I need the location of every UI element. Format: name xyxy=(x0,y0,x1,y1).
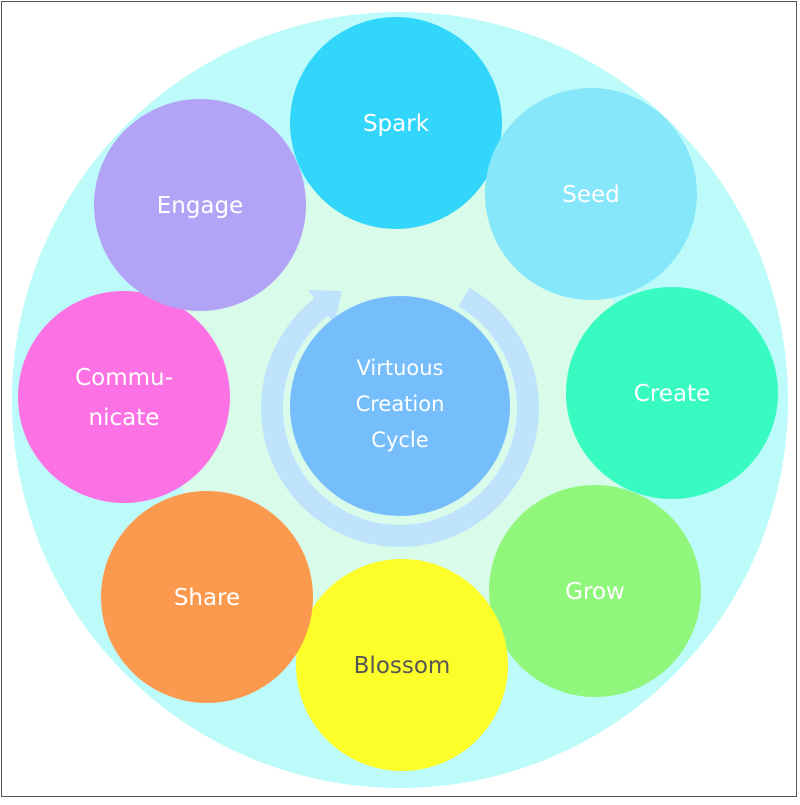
node-spark-label: Spark xyxy=(363,111,430,137)
cycle-arrow-head-icon xyxy=(307,289,342,325)
node-grow-label: Grow xyxy=(565,579,625,605)
cycle-arrow-arc xyxy=(261,287,539,547)
node-grow: Grow xyxy=(489,485,701,697)
node-engage: Engage xyxy=(94,99,306,311)
node-share-label: Share xyxy=(174,585,240,611)
node-engage-circle xyxy=(94,99,306,311)
node-seed-circle xyxy=(485,88,697,300)
node-spark-circle xyxy=(290,17,502,229)
node-create-circle xyxy=(566,287,778,499)
node-blossom: Blossom xyxy=(296,559,508,771)
node-create: Create xyxy=(566,287,778,499)
node-blossom-label: Blossom xyxy=(354,653,451,679)
center-circle xyxy=(290,296,510,516)
node-seed: Seed xyxy=(485,88,697,300)
node-share-label-line: Share xyxy=(174,585,240,611)
node-create-label-line: Create xyxy=(634,381,710,407)
node-seed-label: Seed xyxy=(562,182,620,208)
node-grow-circle xyxy=(489,485,701,697)
node-spark: Spark xyxy=(290,17,502,229)
node-spark-label-line: Spark xyxy=(363,111,430,137)
node-communicate-circle xyxy=(18,291,230,503)
node-grow-label-line: Grow xyxy=(565,579,625,605)
node-seed-label-line: Seed xyxy=(562,182,620,208)
node-share-circle xyxy=(101,491,313,703)
center-label-line: Creation xyxy=(356,392,445,416)
node-share: Share xyxy=(101,491,313,703)
node-blossom-circle xyxy=(296,559,508,771)
node-engage-label-line: Engage xyxy=(157,193,244,219)
center-label-line: Virtuous xyxy=(356,356,443,380)
node-create-label: Create xyxy=(634,381,710,407)
node-communicate: Commu-nicate xyxy=(18,291,230,503)
center-label-line: Cycle xyxy=(371,428,428,452)
node-blossom-label-line: Blossom xyxy=(354,653,451,679)
node-engage-label: Engage xyxy=(157,193,244,219)
node-communicate-label-line: nicate xyxy=(89,405,160,431)
node-communicate-label: Commu-nicate xyxy=(75,365,173,431)
node-communicate-label-line: Commu- xyxy=(75,365,173,391)
